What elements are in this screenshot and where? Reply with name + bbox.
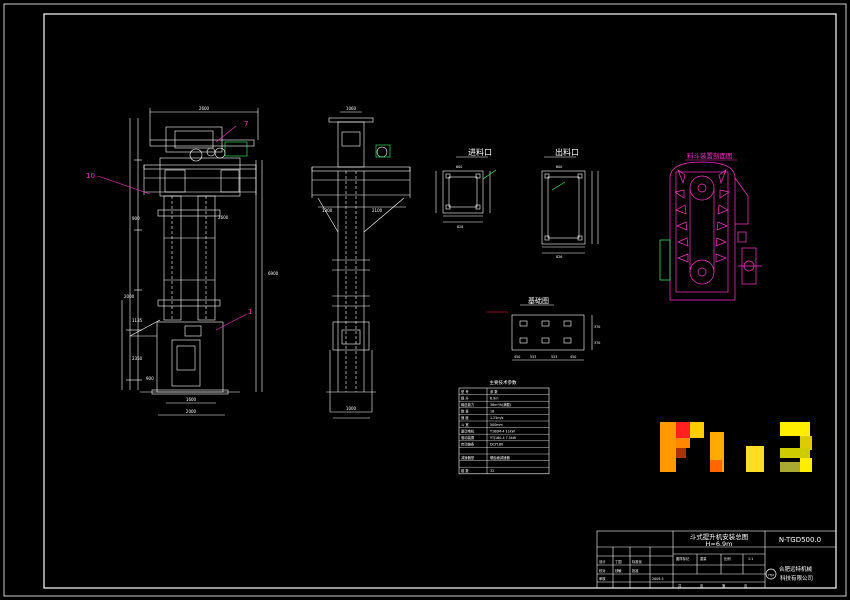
specs-key: 传动链条 bbox=[461, 442, 475, 447]
front-elevation bbox=[97, 108, 263, 416]
title-block bbox=[596, 530, 837, 589]
specs-value: 参 数 bbox=[490, 389, 498, 394]
dim-found-f: 370 bbox=[594, 341, 600, 345]
specs-value: 1.25m/s bbox=[490, 416, 504, 420]
specs-key: 驱动电机 bbox=[461, 428, 475, 433]
dim-inlet-w: 600 bbox=[456, 165, 462, 169]
specs-key: 链 数 bbox=[461, 468, 469, 473]
tb-r1-0: 设计 bbox=[599, 559, 606, 564]
inner-frame bbox=[43, 13, 837, 589]
specs-table-frame bbox=[458, 387, 550, 475]
specs-value: Y160M-4 11kW bbox=[490, 429, 516, 433]
dim-found-b: 553 bbox=[530, 355, 536, 359]
tb-r3-2: 2009.5 bbox=[652, 577, 664, 581]
inlet-view bbox=[435, 169, 497, 223]
specs-key: 斗 宽 bbox=[461, 422, 469, 427]
inlet-title: 进料口 bbox=[468, 147, 492, 157]
dim-front-h1: 900 bbox=[132, 216, 140, 221]
foundation-title: 基础图 bbox=[528, 296, 549, 305]
tb-r2-0: 校对 bbox=[599, 568, 606, 573]
specs-value: 硬齿面减速器 bbox=[490, 455, 510, 460]
company-mark: YTJX bbox=[768, 573, 775, 577]
tb-label-2: 比例 bbox=[724, 556, 731, 561]
specs-value: 16 bbox=[490, 410, 494, 414]
specs-title: 主要技术参数 bbox=[490, 379, 517, 386]
dim-front-h4: 2350 bbox=[132, 356, 143, 361]
callout-7: 7 bbox=[244, 120, 248, 128]
specs-key: 数 量 bbox=[461, 409, 469, 414]
tb-sheet-1: 页 bbox=[700, 584, 704, 588]
company-line1: 合肥远特机械 bbox=[779, 565, 813, 573]
tb-label-0: 图样标记 bbox=[676, 556, 690, 561]
dim-side-base: 1000 bbox=[346, 406, 357, 411]
tb-sheet-3: 页 bbox=[744, 584, 748, 588]
drawing-number: N-TGD500.0 bbox=[779, 536, 821, 544]
outlet-title: 出料口 bbox=[555, 147, 579, 157]
dim-outlet-w: 600 bbox=[556, 165, 562, 169]
dim-front-h5: 900 bbox=[146, 376, 154, 381]
specs-table: 型 号 参 数提 升 6.9m 输送能力 38m³/h(满载) 数 量 16 速 度 1.25m… bbox=[458, 387, 550, 475]
dim-found-e: 370 bbox=[594, 325, 600, 329]
specs-key: 驱动装置 bbox=[461, 435, 475, 440]
outlet-view bbox=[541, 170, 599, 254]
specs-key: 型 号 bbox=[461, 389, 469, 394]
pixelated-watermark-block bbox=[660, 422, 812, 472]
dim-outlet-w2: 826 bbox=[556, 255, 562, 259]
head-box bbox=[165, 126, 223, 153]
company-logo-icon: YTJX bbox=[765, 568, 777, 580]
tb-sheet-0: 共 bbox=[678, 583, 682, 588]
tb-r2-2: 批准 bbox=[632, 568, 639, 573]
specs-value: YTJ160-4 7.5kW bbox=[490, 436, 517, 440]
bucket-section-title: 料斗装置剖面图 bbox=[687, 151, 733, 160]
specs-key: 提 升 bbox=[461, 395, 469, 400]
dim-front-height-total: 6900 bbox=[268, 271, 279, 276]
dim-side-mid: 1300 bbox=[322, 208, 333, 213]
specs-value: 6.9m bbox=[490, 396, 498, 400]
dim-front-width-bottom: 2000 bbox=[186, 409, 197, 414]
specs-value: 32 bbox=[490, 469, 494, 473]
specs-value: 500mm bbox=[490, 423, 503, 427]
specs-key: 减速器型 bbox=[461, 455, 475, 460]
tb-r1-2: 标准化 bbox=[632, 559, 643, 564]
specs-key: 输送能力 bbox=[461, 402, 474, 407]
specs-key: 速 度 bbox=[461, 415, 469, 420]
dim-side-mid2: 2100 bbox=[372, 208, 383, 213]
drawing-height: H=6.9m bbox=[705, 540, 732, 548]
tb-label-1: 重量 bbox=[700, 556, 707, 561]
tb-r2-1: 钱敏 bbox=[615, 568, 622, 573]
tb-r3-0: 审核 bbox=[599, 576, 606, 581]
specs-value: DCY180 bbox=[490, 443, 503, 447]
tb-sheet-2: 第 bbox=[722, 583, 726, 588]
dim-found-d: 450 bbox=[570, 355, 576, 359]
specs-value: 38m³/h(满载) bbox=[490, 402, 511, 407]
tb-scale: 1:1 bbox=[748, 557, 753, 561]
dim-inlet-w2: 828 bbox=[457, 225, 463, 229]
dim-front-h2: 2000 bbox=[124, 294, 135, 299]
drawing-title: 斗式提升机安装总图 bbox=[690, 532, 749, 541]
tb-r1-1: 丁国 bbox=[615, 559, 622, 564]
callout-10: 10 bbox=[86, 172, 95, 180]
outer-frame bbox=[3, 3, 847, 597]
bucket-section-view bbox=[659, 161, 762, 301]
callout-1: 1 bbox=[248, 308, 252, 316]
dim-front-width-base: 1600 bbox=[186, 397, 197, 402]
side-elevation bbox=[311, 111, 411, 419]
company-line2: 科技有限公司 bbox=[780, 574, 813, 582]
dim-found-a: 450 bbox=[514, 355, 520, 359]
dim-front-h3: 1135 bbox=[132, 318, 143, 323]
dim-front-width-top: 2600 bbox=[199, 106, 210, 111]
dim-found-c: 553 bbox=[551, 355, 557, 359]
dim-front-mid: 2600 bbox=[218, 215, 229, 220]
foundation-view bbox=[511, 314, 593, 361]
dim-side-top: 1060 bbox=[346, 106, 357, 111]
